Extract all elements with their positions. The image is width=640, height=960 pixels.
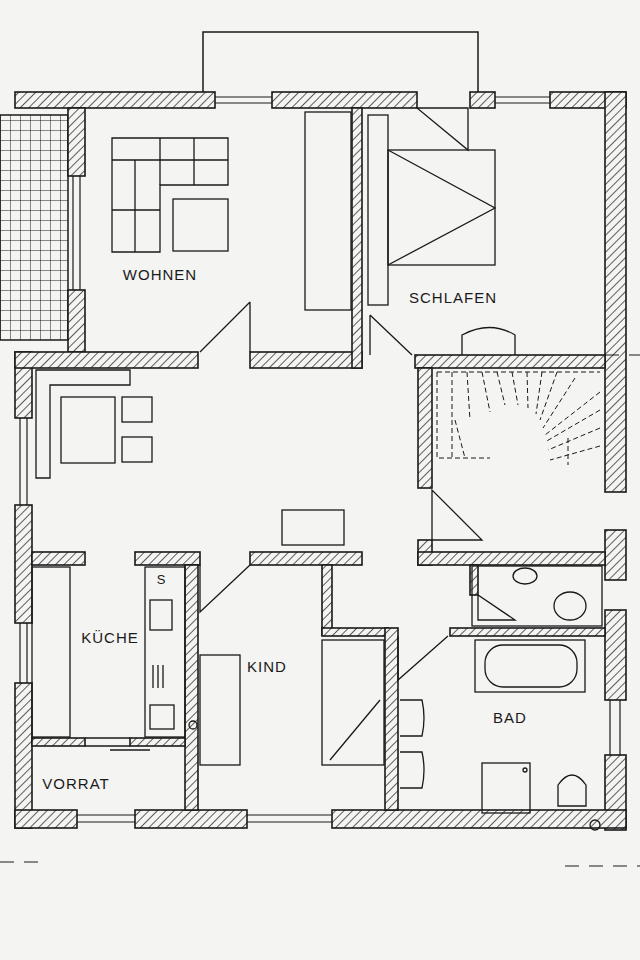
margin-marks xyxy=(0,355,640,866)
room-name: KÜCHE xyxy=(79,630,141,647)
room-name: BAD xyxy=(491,710,529,727)
walls xyxy=(15,92,626,830)
room-name: WOHNEN xyxy=(121,267,199,284)
room-name: SCHLAFEN xyxy=(407,290,499,307)
terrace-tiles xyxy=(0,115,68,340)
staircase xyxy=(437,372,600,465)
balcony-outline xyxy=(203,32,478,92)
furniture xyxy=(32,112,602,830)
chimney-mark: S xyxy=(155,573,168,587)
room-name: VORRAT xyxy=(40,776,111,793)
doors xyxy=(85,108,515,750)
windows xyxy=(20,97,620,822)
room-name: KIND xyxy=(245,659,289,676)
